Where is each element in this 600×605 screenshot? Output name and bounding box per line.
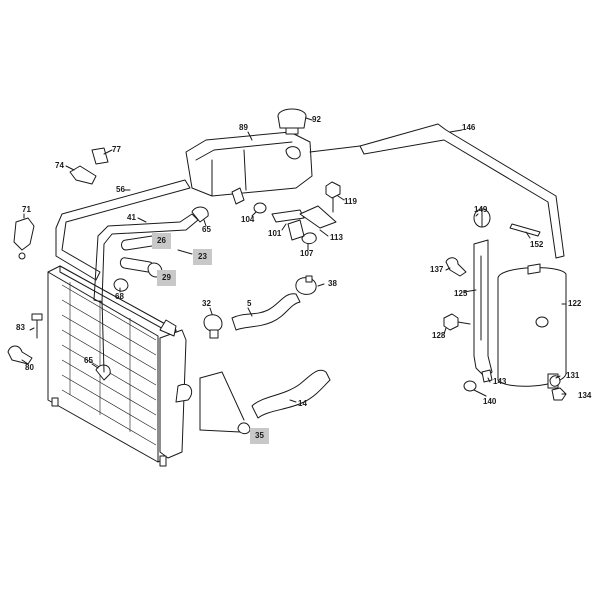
part-77 xyxy=(91,147,109,165)
part-label-143: 143 xyxy=(493,377,507,386)
part-label-122: 122 xyxy=(568,299,582,308)
part-label-77: 77 xyxy=(112,145,121,154)
part-label-32: 32 xyxy=(202,299,211,308)
hose-41 xyxy=(93,213,199,303)
part-label-29: 29 xyxy=(157,270,176,286)
part-label-104: 104 xyxy=(241,215,255,224)
part-label-89: 89 xyxy=(239,123,248,132)
part-74 xyxy=(69,165,97,185)
part-label-140: 140 xyxy=(483,397,497,406)
part-label-137: 137 xyxy=(430,265,444,274)
part-label-119: 119 xyxy=(344,197,357,206)
radiator xyxy=(47,265,193,467)
part-label-149: 149 xyxy=(474,205,488,214)
leader-lines xyxy=(21,117,567,403)
hose-14 xyxy=(251,369,331,419)
part-80 xyxy=(7,345,33,365)
part-label-65-lower: 65 xyxy=(84,356,93,365)
hose-5 xyxy=(231,293,301,331)
part-label-71: 71 xyxy=(22,205,31,214)
part-107 xyxy=(301,232,317,245)
part-143 xyxy=(481,369,493,383)
part-label-38: 38 xyxy=(328,279,337,288)
clamp-35 xyxy=(199,371,251,435)
part-label-74: 74 xyxy=(55,161,64,170)
part-label-80: 80 xyxy=(25,363,34,372)
part-label-5: 5 xyxy=(247,299,252,308)
reservoir-122 xyxy=(497,263,567,389)
part-label-56: 56 xyxy=(116,185,125,194)
part-label-134: 134 xyxy=(578,391,592,400)
part-label-83: 83 xyxy=(16,323,25,332)
part-83 xyxy=(31,313,43,339)
part-label-113: 113 xyxy=(330,233,343,242)
part-label-131: 131 xyxy=(566,371,580,380)
clamp-68 xyxy=(113,278,129,292)
part-label-152: 152 xyxy=(530,240,544,249)
part-152 xyxy=(509,223,541,237)
part-71 xyxy=(13,217,35,260)
part-104 xyxy=(253,202,267,214)
part-label-107: 107 xyxy=(300,249,314,258)
clamp-32 xyxy=(203,314,223,339)
part-101 xyxy=(271,209,305,241)
hose-65-upper xyxy=(191,206,209,223)
part-label-14: 14 xyxy=(298,399,307,408)
part-119 xyxy=(325,181,341,213)
part-label-35: 35 xyxy=(250,428,269,444)
part-128 xyxy=(443,313,471,331)
part-134 xyxy=(551,387,567,401)
part-label-101: 101 xyxy=(268,229,282,238)
cap-92 xyxy=(277,108,307,135)
part-label-26: 26 xyxy=(152,233,171,249)
expansion-tank xyxy=(185,131,313,205)
part-label-128: 128 xyxy=(432,331,446,340)
part-140 xyxy=(463,380,477,392)
part-label-23: 23 xyxy=(193,249,212,265)
part-label-65-upper: 65 xyxy=(202,225,211,234)
hose-56 xyxy=(55,179,191,281)
bracket-125 xyxy=(473,239,493,379)
part-label-68: 68 xyxy=(115,292,124,301)
part-131 xyxy=(549,375,561,387)
part-137 xyxy=(445,257,467,277)
part-label-41: 41 xyxy=(127,213,136,222)
clamp-38 xyxy=(295,275,317,295)
hose-146 xyxy=(309,123,565,259)
part-label-125: 125 xyxy=(454,289,468,298)
part-label-146: 146 xyxy=(462,123,476,132)
part-label-92: 92 xyxy=(312,115,321,124)
part-113 xyxy=(299,205,337,229)
